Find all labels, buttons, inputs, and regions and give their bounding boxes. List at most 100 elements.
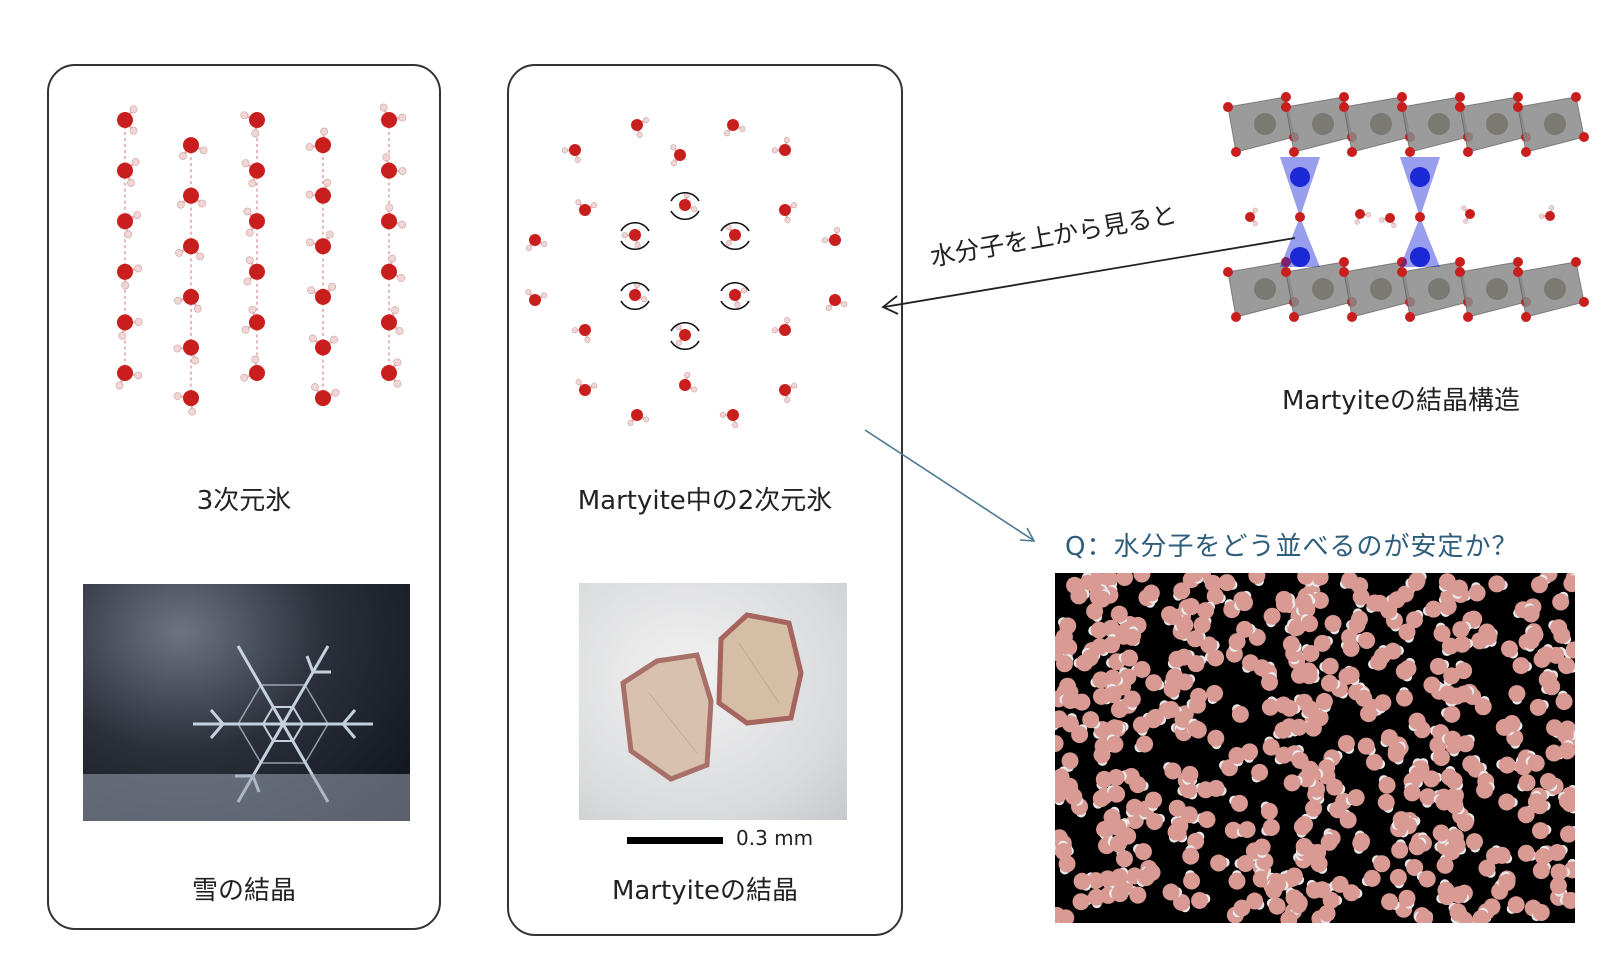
oxygen-atom bbox=[1498, 793, 1516, 811]
water-molecule bbox=[561, 144, 581, 163]
hydrogen-atom bbox=[241, 159, 250, 168]
water-molecule bbox=[525, 234, 548, 252]
water-molecule bbox=[571, 324, 591, 343]
oxygen-atom bbox=[1236, 594, 1254, 612]
oxygen-atom bbox=[1180, 806, 1198, 824]
water-molecule bbox=[243, 207, 265, 237]
hydrogen-atom bbox=[636, 131, 643, 138]
metal-atom bbox=[1428, 278, 1450, 300]
oxygen-atom bbox=[183, 288, 199, 305]
oxygen-atom bbox=[1552, 593, 1570, 611]
oxygen-atom bbox=[1296, 815, 1314, 833]
water-molecule bbox=[306, 230, 334, 255]
scale-bar bbox=[627, 837, 723, 844]
oxygen-atom bbox=[1260, 802, 1278, 820]
water-molecule bbox=[1461, 205, 1475, 224]
oxygen-atom bbox=[1347, 789, 1365, 807]
hydrogen-atom bbox=[311, 383, 319, 391]
hydrogen-atom bbox=[398, 220, 407, 229]
hydrogen-atom bbox=[398, 113, 407, 122]
hydrogen-atom bbox=[525, 289, 532, 296]
oxygen-atom bbox=[1465, 209, 1475, 219]
oxygen-atom bbox=[1545, 211, 1555, 221]
oxygen-atom bbox=[1193, 616, 1211, 634]
oxygen-atom bbox=[381, 263, 397, 280]
oxygen-atom bbox=[1530, 576, 1548, 594]
oxygen-atom bbox=[779, 204, 791, 216]
oxygen-atom bbox=[1206, 684, 1224, 702]
oxygen-atom bbox=[829, 234, 841, 246]
oxygen-atom bbox=[1397, 257, 1407, 267]
oxygen-atom bbox=[1398, 889, 1416, 907]
oxygen-atom bbox=[1507, 896, 1525, 914]
oxygen-atom bbox=[1493, 846, 1511, 864]
hydrogen-atom bbox=[129, 126, 138, 135]
oxygen-atom bbox=[1275, 590, 1293, 608]
oxygen-atom bbox=[1579, 132, 1589, 142]
hydrogen-atom bbox=[173, 344, 182, 353]
oxygen-atom bbox=[1055, 711, 1065, 729]
oxygen-atom bbox=[1389, 868, 1407, 886]
oxygen-atom bbox=[1512, 657, 1530, 675]
hydrogen-atom bbox=[1461, 205, 1467, 211]
simulation-image bbox=[1055, 573, 1575, 923]
oxygen-atom bbox=[1397, 92, 1407, 102]
hydrogen-atom bbox=[670, 144, 677, 151]
oxygen-atom bbox=[1223, 267, 1233, 277]
water-molecule bbox=[525, 289, 548, 306]
hydrogen-atom bbox=[305, 143, 314, 151]
oxygen-atom bbox=[1281, 699, 1299, 717]
hydrogen-atom bbox=[240, 373, 249, 382]
oxygen-atom bbox=[1579, 297, 1589, 307]
hydrogen-atom bbox=[131, 158, 140, 166]
martyite-crystal-label: Martyiteの結晶 bbox=[611, 876, 799, 906]
hydrogen-atom bbox=[174, 296, 182, 305]
oxygen-atom bbox=[1425, 600, 1443, 618]
oxygen-atom bbox=[1123, 690, 1141, 708]
oxygen-atom bbox=[1174, 710, 1192, 728]
oxygen-atom bbox=[1433, 624, 1451, 642]
oxygen-atom bbox=[631, 409, 643, 421]
question-text: Q：水分子をどう並べるのが安定か？ bbox=[1065, 532, 1519, 562]
oxygen-atom bbox=[1476, 781, 1494, 799]
hydrogen-atom bbox=[1549, 205, 1555, 211]
curved-arrow-icon bbox=[620, 282, 650, 292]
water-molecule bbox=[117, 105, 138, 135]
oxygen-atom bbox=[315, 137, 331, 154]
oxygen-atom bbox=[1347, 147, 1357, 157]
oxygen-atom bbox=[1274, 721, 1292, 739]
oxygen-atom bbox=[1129, 886, 1147, 904]
curved-arrow-icon bbox=[620, 300, 650, 310]
water-molecule bbox=[821, 227, 841, 246]
metal-atom bbox=[1312, 113, 1334, 135]
hydrogen-atom bbox=[771, 327, 778, 334]
oxygen-atom bbox=[1545, 744, 1563, 762]
oxygen-atom bbox=[1252, 870, 1270, 888]
hydrogen-atom bbox=[591, 202, 598, 209]
oxygen-atom bbox=[1310, 855, 1328, 873]
oxygen-atom bbox=[1318, 904, 1336, 922]
oxygen-atom bbox=[1055, 768, 1070, 786]
oxygen-atom bbox=[1331, 875, 1349, 893]
oxygen-atom bbox=[1126, 798, 1144, 816]
oxygen-atom bbox=[1110, 605, 1128, 623]
oxygen-atom bbox=[1104, 686, 1122, 704]
oxygen-atom bbox=[1231, 312, 1241, 322]
snow-crystal-photo bbox=[83, 584, 410, 821]
metal-atom bbox=[1544, 278, 1566, 300]
oxygen-atom bbox=[1123, 628, 1141, 646]
water-molecule bbox=[679, 372, 698, 393]
hydrogen-atom bbox=[732, 421, 739, 428]
oxygen-atom bbox=[1548, 844, 1566, 862]
oxygen-atom bbox=[1164, 762, 1182, 780]
oxygen-atom bbox=[1082, 711, 1100, 729]
water-molecule bbox=[240, 355, 265, 382]
oxygen-atom bbox=[1399, 660, 1417, 678]
hydrogen-atom bbox=[821, 237, 828, 244]
oxygen-atom bbox=[1253, 838, 1271, 856]
oxygen-atom bbox=[381, 365, 397, 381]
hydrogen-atom bbox=[675, 340, 682, 347]
hydrogen-atom bbox=[243, 207, 252, 216]
oxygen-atom bbox=[1086, 602, 1104, 620]
oxygen-atom bbox=[381, 213, 397, 230]
